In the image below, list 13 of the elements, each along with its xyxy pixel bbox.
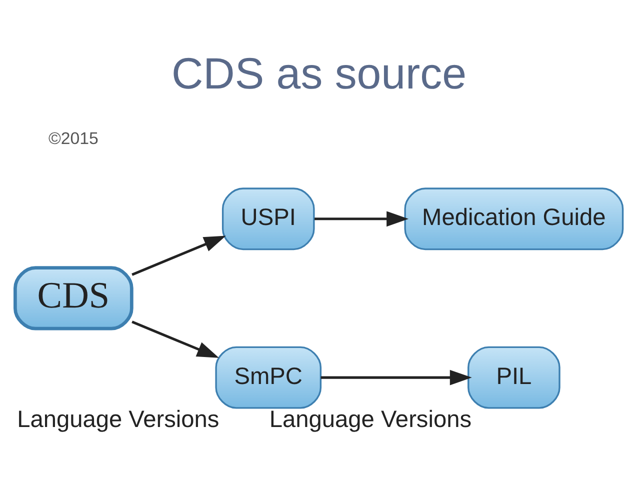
node-box: Medication Guide [404,187,624,250]
label: ©2015 [48,128,98,148]
node-box: PIL [468,346,560,408]
arrow [314,210,409,226]
node-label: Language Versions [17,406,220,432]
arrow [132,320,220,358]
node-box: CDS [14,266,134,330]
arrow [320,369,472,385]
diagram-title: CDS as source [171,49,467,98]
arrow [132,235,226,276]
node-label: Language Versions [269,406,472,432]
node-box: SmPC [215,346,322,408]
node-box: USPI [222,187,315,250]
